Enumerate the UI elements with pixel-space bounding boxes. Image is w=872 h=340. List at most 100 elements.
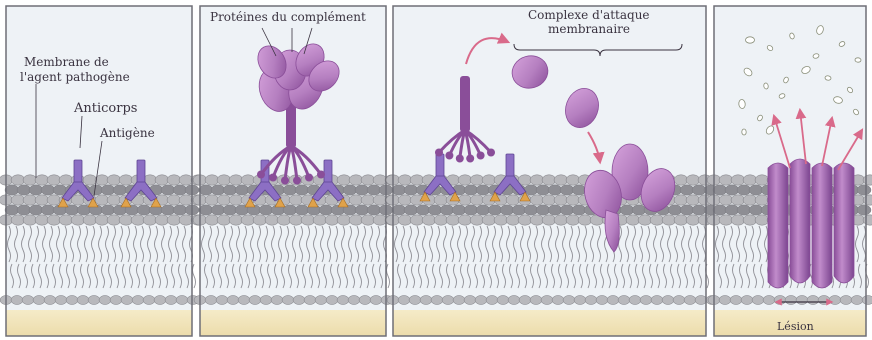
lipid-head: [337, 296, 349, 305]
lipid-head: [260, 296, 272, 305]
lipid-head: [304, 296, 316, 305]
lipid-head: [629, 296, 641, 305]
lipid-head: [55, 296, 67, 305]
lipid-head: [741, 296, 753, 305]
lipid-head: [176, 296, 188, 305]
complement-arm-head: [466, 155, 474, 163]
lipid-head: [77, 296, 89, 305]
lipid-head: [370, 296, 382, 305]
complement-arm-head: [317, 171, 325, 179]
lipid-head: [216, 296, 228, 305]
lipid-head: [442, 296, 454, 305]
label-mac-line2: membranaire: [548, 22, 630, 36]
lipid-head: [398, 296, 410, 305]
lipid-tail: [387, 264, 390, 288]
complement-arm-head: [445, 152, 453, 160]
escaping-molecule: [742, 129, 747, 135]
mac-pore-column: [812, 163, 832, 288]
lipid-head: [585, 296, 597, 305]
lipid-head: [574, 296, 586, 305]
complement-arm-head: [456, 155, 464, 163]
lipid-head: [205, 296, 217, 305]
lipid-head: [99, 296, 111, 305]
lipid-head: [862, 296, 872, 305]
lipid-head: [785, 296, 797, 305]
lipid-head: [11, 296, 23, 305]
lipid-head: [618, 296, 630, 305]
label-lesion: Lésion: [777, 320, 814, 333]
lipid-head: [840, 296, 852, 305]
complement-arm-head: [487, 149, 495, 157]
lipid-head: [315, 296, 327, 305]
lipid-head: [719, 296, 731, 305]
mac-pore-column: [790, 159, 810, 283]
lipid-head: [596, 296, 608, 305]
cytoplasm: [6, 310, 192, 336]
escaping-molecule: [855, 58, 861, 63]
lipid-head: [497, 296, 509, 305]
panel-mac-assembly: [386, 6, 718, 336]
lipid-head: [359, 296, 371, 305]
lipid-head: [857, 205, 871, 215]
cytoplasm: [200, 310, 386, 336]
lipid-head: [464, 296, 476, 305]
complement-arm-head: [257, 171, 265, 179]
lipid-head: [730, 296, 742, 305]
lipid-head: [486, 296, 498, 305]
lipid-head: [420, 296, 432, 305]
lipid-head: [409, 296, 421, 305]
lipid-head: [851, 296, 863, 305]
lipid-head: [829, 296, 841, 305]
antibody-stem: [137, 160, 145, 184]
lipid-head: [508, 296, 520, 305]
panel-complement-binding: [193, 6, 399, 336]
label-membrane-line1: Membrane de: [24, 55, 109, 69]
lipid-tail: [193, 264, 196, 288]
lipid-head: [541, 296, 553, 305]
lipid-head: [282, 296, 294, 305]
lipid-head: [326, 296, 338, 305]
lipid-head: [651, 296, 663, 305]
escaping-molecule: [825, 75, 832, 80]
mac-pore-column: [834, 163, 854, 283]
complement-c1-stem: [460, 76, 470, 132]
complement-arm-head: [293, 177, 301, 185]
escaping-molecule: [746, 37, 755, 43]
lipid-head: [640, 296, 652, 305]
lipid-head: [453, 296, 465, 305]
label-complement-proteins: Protéines du complément: [210, 10, 366, 24]
label-membrane-line2: l'agent pathogène: [20, 70, 130, 84]
lipid-head: [796, 296, 808, 305]
complement-arm-head: [435, 149, 443, 157]
lipid-head: [552, 296, 564, 305]
lipid-head: [684, 296, 696, 305]
lipid-head: [249, 296, 261, 305]
label-antibody: Anticorps: [73, 101, 137, 116]
lipid-head: [563, 296, 575, 305]
lipid-head: [44, 296, 56, 305]
lipid-head: [818, 296, 830, 305]
lipid-head: [165, 296, 177, 305]
label-antigen: Antigène: [99, 126, 155, 140]
lipid-head: [662, 296, 674, 305]
lipid-head: [293, 296, 305, 305]
lipid-head: [695, 296, 707, 305]
lipid-head: [66, 296, 78, 305]
antibody-stem: [324, 160, 332, 184]
lipid-head: [227, 296, 239, 305]
lipid-head: [763, 296, 775, 305]
lipid-head: [673, 296, 685, 305]
cytoplasm: [393, 310, 706, 336]
lipid-head: [475, 296, 487, 305]
lipid-head: [88, 296, 100, 305]
lipid-head: [530, 296, 542, 305]
lipid-head: [143, 296, 155, 305]
lipid-head: [807, 296, 819, 305]
lipid-head: [774, 296, 786, 305]
lipid-head: [752, 296, 764, 305]
mac-pore-column: [768, 163, 788, 288]
lipid-head: [33, 296, 45, 305]
lipid-head: [857, 185, 871, 195]
complement-arm-head: [477, 152, 485, 160]
